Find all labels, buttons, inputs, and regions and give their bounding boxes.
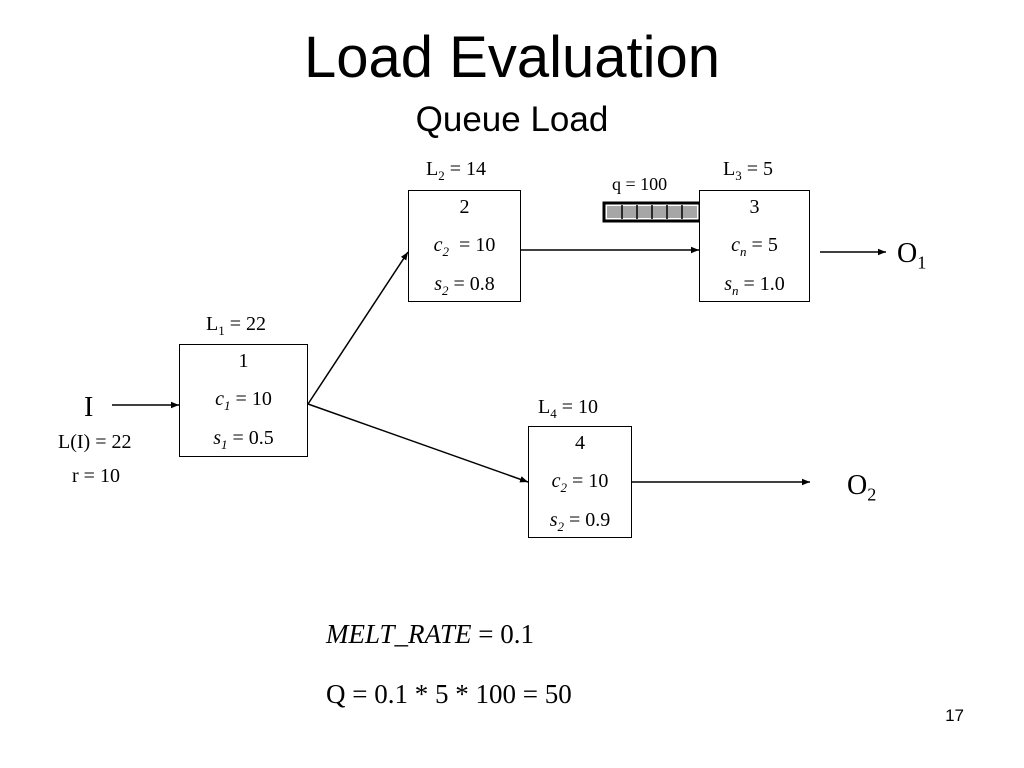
queue-label: q = 100 — [612, 174, 668, 194]
node-3-load: L3 = 5 — [723, 158, 773, 183]
arrow-node-1-to-node-4 — [307, 403, 529, 483]
arrow-node-1-to-node-2 — [307, 251, 409, 405]
queue-buffer-icon — [602, 201, 702, 223]
queue-load-formula: Q = 0.1 * 5 * 100 = 50 — [326, 679, 572, 709]
node-3-id: 3 — [749, 196, 760, 218]
node-3-cost: cn = 5 — [731, 234, 778, 259]
node-3-selectivity: sn = 1.0 — [724, 273, 785, 298]
node-4-box: 4 c2 = 10 s2 = 0.9 — [528, 426, 632, 538]
node-2-cost: c2 = 10 — [433, 234, 496, 259]
node-1-cost: c1 = 10 — [215, 388, 272, 413]
slide-subtitle: Queue Load — [415, 100, 609, 139]
output-1-label: O1 — [897, 238, 927, 273]
input-rate: r = 10 — [72, 465, 120, 487]
node-2-load: L2 = 14 — [426, 158, 486, 183]
node-2-box: 2 c2 = 10 s2 = 0.8 — [408, 190, 521, 302]
slide-title: Load Evaluation — [304, 25, 720, 90]
node-2-selectivity: s2 = 0.8 — [434, 273, 495, 298]
page-number: 17 — [945, 706, 964, 725]
node-4-id: 4 — [575, 432, 585, 454]
node-1-id: 1 — [238, 350, 249, 372]
node-2-id: 2 — [459, 196, 470, 218]
node-1-load: L1 = 22 — [206, 313, 266, 338]
output-2-label: O2 — [847, 470, 877, 505]
melt-rate-formula: MELT_RATE = 0.1 — [326, 619, 534, 649]
node-4-load: L4 = 10 — [538, 396, 598, 421]
node-1-box: 1 c1 = 10 s1 = 0.5 — [179, 344, 308, 457]
node-1-selectivity: s1 = 0.5 — [213, 427, 274, 452]
node-3-box: 3 cn = 5 sn = 1.0 — [699, 190, 810, 302]
node-4-selectivity: s2 = 0.9 — [549, 509, 611, 534]
node-4-cost: c2 = 10 — [551, 470, 609, 495]
input-load: L(I) = 22 — [58, 431, 132, 453]
input-name: I — [84, 392, 94, 423]
